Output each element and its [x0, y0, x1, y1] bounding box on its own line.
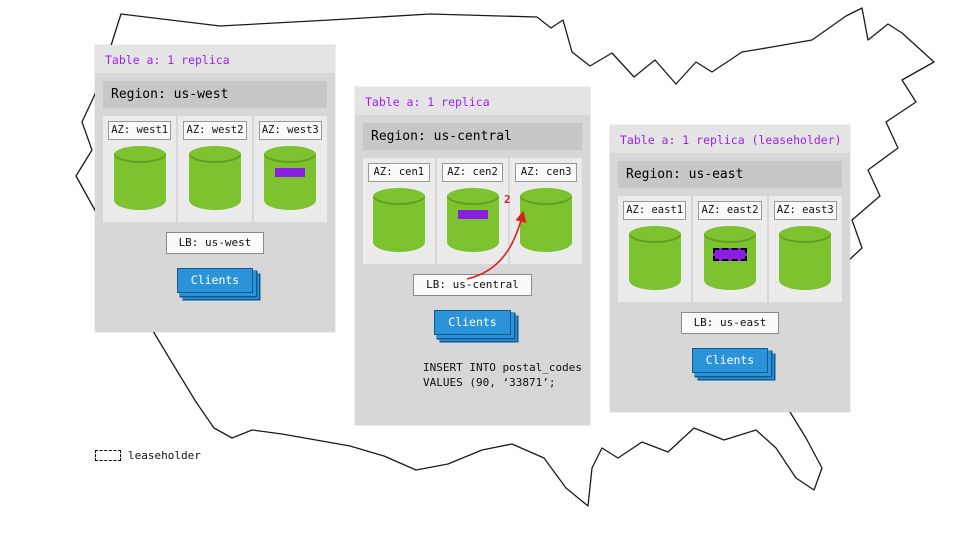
database-cylinder: [264, 146, 317, 210]
database-cylinder: [520, 188, 573, 252]
cylinder-body: [520, 196, 573, 252]
cylinder-body: [779, 234, 832, 290]
region-label: Region: us-east: [618, 161, 842, 188]
cylinder-top: [779, 226, 832, 243]
table-replica-label: Table a: 1 replica: [355, 87, 590, 115]
cylinder-top: [188, 146, 241, 163]
cylinder-body: [188, 154, 241, 210]
region-label: Region: us-central: [363, 123, 582, 150]
database-cylinder: [372, 188, 425, 252]
sql-line-2: VALUES (90, ‘33871’;: [423, 375, 556, 389]
az-cell-west2: AZ: west2: [178, 116, 252, 222]
az-cell-cen2: AZ: cen2: [436, 158, 509, 264]
panel-body: Region: us-east AZ: east1 AZ: east2: [610, 153, 850, 381]
clients-button[interactable]: Clients: [176, 268, 254, 293]
az-cell-cen3: AZ: cen3: [510, 158, 583, 264]
legend-leaseholder: leaseholder: [95, 449, 201, 462]
region-label: Region: us-west: [103, 81, 327, 108]
cylinder-top: [372, 188, 425, 205]
database-cylinder: [446, 188, 499, 252]
leaseholder-replica-chip: [712, 248, 747, 261]
database-cylinder: [113, 146, 166, 210]
panel-body: Region: us-west AZ: west1 AZ: west2: [95, 73, 335, 301]
database-cylinder: [703, 226, 756, 290]
cylinder-body: [264, 154, 317, 210]
az-cell-east2: AZ: east2: [693, 196, 767, 302]
az-row: AZ: cen1 AZ: cen2 AZ: cen3: [363, 158, 583, 264]
az-label: AZ: cen2: [441, 163, 504, 182]
cylinder-body: [703, 234, 756, 290]
az-label: AZ: east2: [698, 201, 762, 220]
cylinder-top: [628, 226, 681, 243]
az-label: AZ: cen1: [368, 163, 430, 182]
az-label: AZ: east1: [623, 201, 687, 220]
az-cell-west3: AZ: west3: [253, 116, 327, 222]
replica-chip: [275, 168, 306, 177]
az-label: AZ: west3: [258, 121, 322, 140]
az-cell-east3: AZ: east3: [768, 196, 842, 302]
insert-statement: INSERT INTO postal_codes VALUES (90, ‘33…: [423, 361, 582, 391]
region-panel-us-east: Table a: 1 replica (leaseholder) Region:…: [610, 125, 850, 412]
az-cell-cen1: AZ: cen1: [363, 158, 435, 264]
cylinder-body: [372, 196, 425, 252]
clients-button[interactable]: Clients: [691, 348, 769, 373]
table-replica-label: Table a: 1 replica: [95, 45, 335, 73]
database-cylinder: [188, 146, 241, 210]
cylinder-top: [446, 188, 499, 205]
clients-button[interactable]: Clients: [434, 310, 511, 335]
region-panel-us-west: Table a: 1 replica Region: us-west AZ: w…: [95, 45, 335, 332]
cylinder-top: [113, 146, 166, 163]
table-replica-label: Table a: 1 replica (leaseholder): [610, 125, 850, 153]
leaseholder-legend-icon: [95, 450, 121, 461]
az-label: AZ: east3: [773, 201, 837, 220]
sql-line-1: INSERT INTO postal_codes: [423, 361, 582, 374]
replica-chip: [457, 210, 488, 219]
database-cylinder: [628, 226, 681, 290]
load-balancer-us-east: LB: us-east: [680, 312, 780, 334]
legend-label: leaseholder: [128, 449, 201, 462]
panel-body: Region: us-central AZ: cen1 AZ: cen2: [355, 115, 590, 399]
az-row: AZ: west1 AZ: west2 AZ: west3: [103, 116, 327, 222]
cylinder-top: [264, 146, 317, 163]
database-cylinder: [779, 226, 832, 290]
cylinder-top: [520, 188, 573, 205]
region-panel-us-central: Table a: 1 replica Region: us-central AZ…: [355, 87, 590, 425]
az-label: AZ: west2: [183, 121, 247, 140]
load-balancer-us-central: LB: us-central: [413, 274, 532, 296]
az-label: AZ: cen3: [515, 163, 578, 182]
cylinder-top: [703, 226, 756, 243]
az-row: AZ: east1 AZ: east2 AZ: east3: [618, 196, 842, 302]
cylinder-body: [628, 234, 681, 290]
az-label: AZ: west1: [108, 121, 172, 140]
cylinder-body: [113, 154, 166, 210]
load-balancer-us-west: LB: us-west: [165, 232, 265, 254]
az-cell-east1: AZ: east1: [618, 196, 692, 302]
az-cell-west1: AZ: west1: [103, 116, 177, 222]
